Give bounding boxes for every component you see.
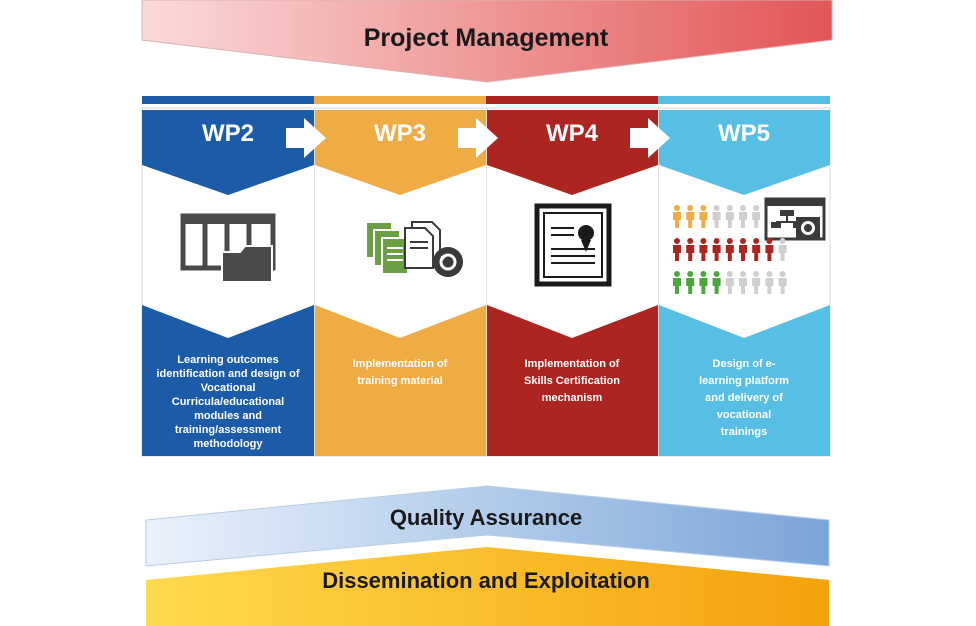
person-icon [778, 238, 787, 261]
wp2-desc-line: modules and [194, 410, 262, 422]
person-icon [712, 271, 721, 294]
wp2-description: Learning outcomes identification and des… [153, 353, 303, 451]
person-icon [725, 205, 734, 228]
person-icon [686, 271, 695, 294]
wp3-stripe [314, 96, 486, 104]
wp5-label: WP5 [717, 120, 770, 147]
wp2-label: WP2 [201, 120, 254, 147]
quality-assurance-title: Quality Assurance [389, 505, 583, 530]
person-icon [673, 271, 681, 294]
documents-icon [365, 221, 463, 277]
person-icon [778, 271, 787, 294]
person-icon [699, 238, 708, 261]
project-management-banner [141, 0, 833, 83]
wp5-desc-line: learning platform [699, 375, 789, 387]
wp3-footer [315, 305, 486, 456]
wp2-desc-line: Vocational [200, 382, 256, 394]
people-platform-icon [673, 197, 826, 294]
wp5-desc-line: trainings [720, 426, 768, 438]
wp5-description: Design of e- learning platform and deliv… [669, 356, 819, 441]
person-icon [712, 205, 721, 228]
wp3-desc-line: training material [357, 375, 443, 387]
grid-folder-icon [180, 213, 276, 283]
person-icon [686, 205, 695, 228]
person-icon [725, 271, 734, 294]
wp3-description: Implementation of training material [325, 356, 475, 390]
wp4-description: Implementation of Skills Certification m… [497, 356, 647, 407]
wp4-header [487, 110, 658, 195]
person-icon [699, 271, 708, 294]
person-icon [752, 271, 761, 294]
dissemination-title: Dissemination and Exploitation [322, 568, 650, 593]
arrow-right-icon [630, 118, 670, 158]
person-icon [739, 205, 747, 228]
project-management-title: Project Management [363, 24, 609, 52]
wp2-desc-line: Learning outcomes [177, 354, 279, 366]
quality-assurance-banner [145, 485, 830, 567]
wp5-footer [659, 305, 830, 456]
wp2-footer [142, 305, 314, 456]
wp4-footer [487, 305, 658, 456]
person-icon [699, 205, 708, 228]
wp5-desc-line: and delivery of [705, 392, 783, 404]
wp2-desc-line: Curricula/educational [171, 396, 285, 408]
person-icon [712, 238, 721, 261]
person-icon [673, 238, 681, 261]
person-icon [739, 238, 747, 261]
wp3-desc-line: Implementation of [352, 358, 448, 370]
dissemination-banner [146, 547, 829, 626]
wp2-stripe [142, 96, 314, 104]
person-icon [673, 205, 681, 228]
arrow-right-icon [458, 118, 498, 158]
wp2-desc-line: training/assessment [174, 424, 282, 436]
person-icon [686, 238, 695, 261]
arrow-right-icon [286, 118, 326, 158]
wp4-desc-line: mechanism [541, 392, 603, 404]
person-icon [725, 238, 734, 261]
wp5-header [659, 110, 830, 195]
wp3-header [315, 110, 486, 195]
wp4-label: WP4 [545, 120, 598, 147]
person-icon [765, 238, 774, 261]
wp4-desc-line: Skills Certification [524, 375, 620, 387]
wp5-desc-line: Design of e- [712, 358, 776, 370]
wp5-stripe [658, 96, 830, 104]
wp2-desc-line: identification and design of [156, 368, 300, 380]
person-icon [752, 238, 761, 261]
person-icon [739, 271, 747, 294]
person-icon [752, 205, 761, 228]
wp2-desc-line: methodology [193, 438, 263, 450]
wp5-desc-line: vocational [716, 409, 772, 421]
platform-window-icon [764, 197, 826, 241]
person-icon [765, 271, 774, 294]
wp2-header [142, 110, 314, 195]
wp3-label: WP3 [373, 120, 426, 147]
wp4-desc-line: Implementation of [524, 358, 620, 370]
wp4-stripe [486, 96, 658, 104]
certificate-icon [534, 203, 612, 287]
